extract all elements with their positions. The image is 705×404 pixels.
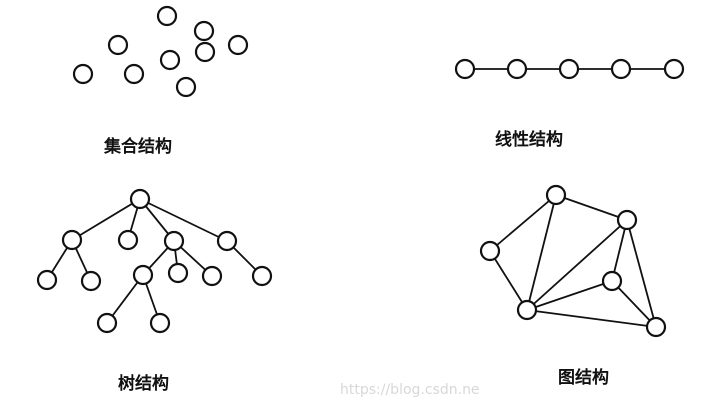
tree-structure-caption: 树结构 xyxy=(118,373,169,394)
set-node xyxy=(175,76,197,98)
graph-edge xyxy=(626,219,657,328)
tree-edge xyxy=(139,198,228,242)
graph-edge xyxy=(555,194,628,221)
tree-structure: 树结构 xyxy=(36,188,273,394)
set-node xyxy=(107,34,129,56)
graph-structure: 图结构 xyxy=(479,184,667,388)
tree-node xyxy=(251,265,273,287)
linear-node xyxy=(558,58,580,80)
set-node xyxy=(193,20,215,42)
set-structure-caption: 集合结构 xyxy=(103,136,172,157)
linear-structure: 线性结构 xyxy=(454,58,685,150)
tree-node xyxy=(36,269,58,291)
graph-node xyxy=(601,270,623,292)
set-node xyxy=(159,49,181,71)
set-node xyxy=(72,63,94,85)
tree-node xyxy=(216,230,238,252)
tree-root-node xyxy=(129,188,151,210)
watermark: https://blog.csdn.ne xyxy=(340,382,480,398)
linear-node xyxy=(506,58,528,80)
graph-edge xyxy=(611,219,628,282)
set-node xyxy=(194,41,216,63)
set-node xyxy=(123,63,145,85)
graph-structure-caption: 图结构 xyxy=(558,367,609,388)
graph-edge xyxy=(489,194,557,252)
graph-node xyxy=(645,316,667,338)
tree-node xyxy=(96,312,118,334)
graph-node xyxy=(616,209,638,231)
tree-node xyxy=(117,229,139,251)
tree-node xyxy=(167,262,189,284)
tree-node xyxy=(163,230,185,252)
set-node xyxy=(156,5,178,27)
tree-node xyxy=(61,229,83,251)
set-node xyxy=(227,34,249,56)
graph-edge xyxy=(611,280,657,328)
tree-node xyxy=(80,270,102,292)
graph-edge xyxy=(526,309,657,328)
set-structure: 集合结构 xyxy=(72,5,249,157)
graph-node xyxy=(545,184,567,206)
tree-node xyxy=(132,264,154,286)
graph-edge xyxy=(526,280,613,311)
linear-node xyxy=(454,58,476,80)
graph-edge xyxy=(526,194,557,311)
tree-edge xyxy=(71,198,141,241)
linear-node xyxy=(610,58,632,80)
linear-structure-caption: 线性结构 xyxy=(495,129,563,150)
tree-node xyxy=(201,265,223,287)
graph-edge xyxy=(526,219,628,311)
linear-node xyxy=(663,58,685,80)
graph-edge xyxy=(489,250,528,311)
tree-node xyxy=(149,312,171,334)
graph-node xyxy=(516,299,538,321)
graph-node xyxy=(479,240,501,262)
